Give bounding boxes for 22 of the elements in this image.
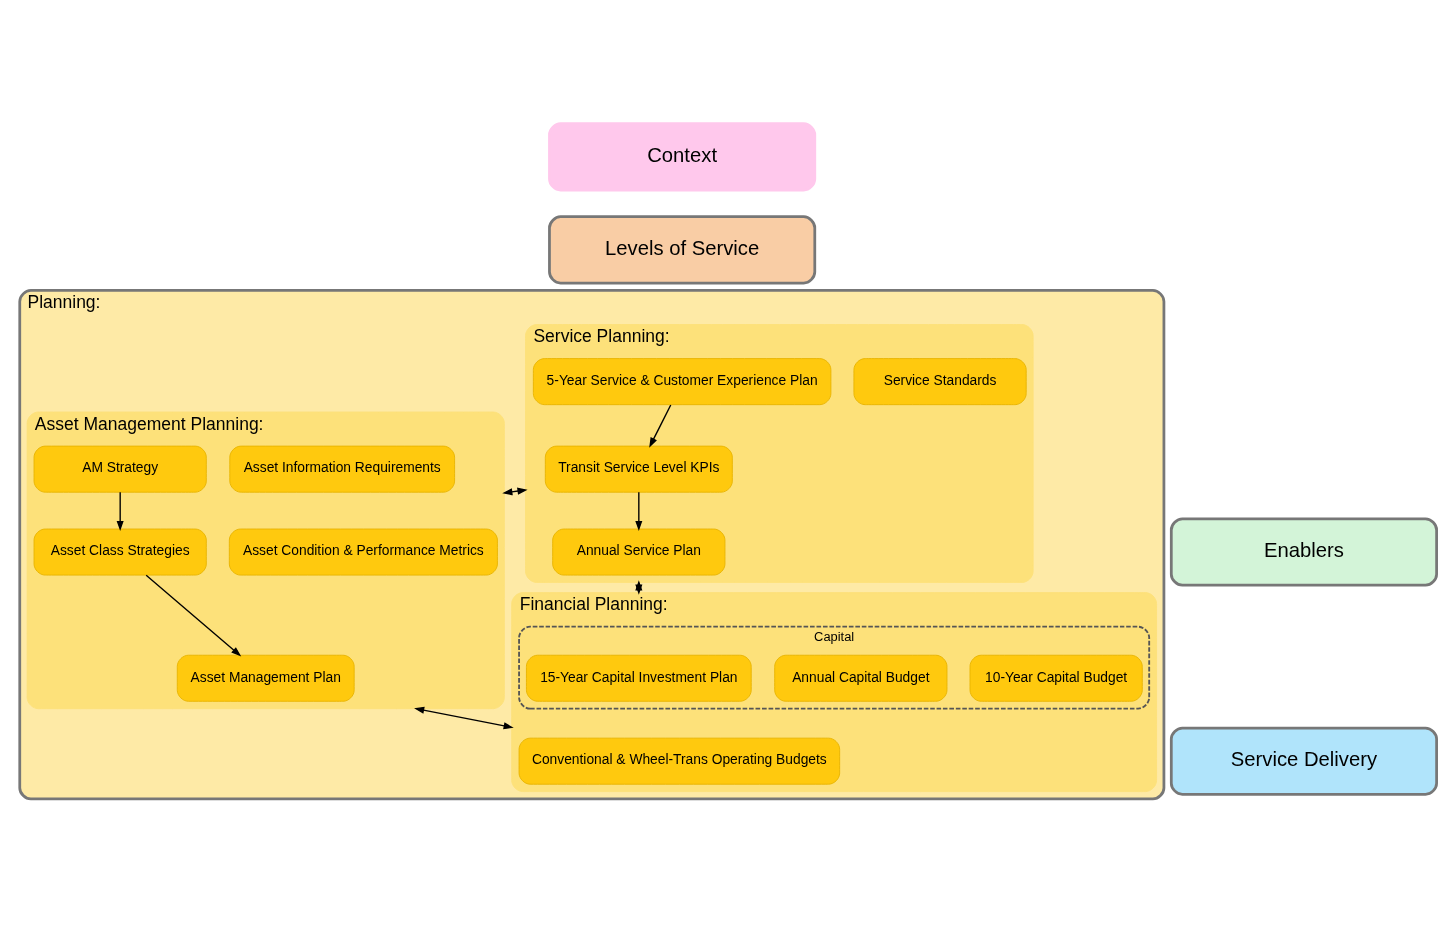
node-box: 10-Year Capital Budget [969,654,1143,702]
arrow [145,574,242,657]
node-box: Asset Information Requirements [229,445,456,493]
node-box: Service Standards [853,358,1027,406]
node-box: Asset Management Plan [176,654,355,702]
node-box: Asset Class Strategies [33,528,207,576]
node-box: Transit Service Level KPIs [544,445,733,493]
arrow [635,491,643,532]
node-box: Context [548,122,817,192]
node-box: Enablers [1169,517,1438,587]
node-box: Levels of Service [548,215,817,285]
node-box: Service Delivery [1169,726,1438,796]
node-box: Annual Service Plan [552,528,726,576]
node-box: Conventional & Wheel-Trans Operating Budgets [518,737,841,785]
node-box: Asset Condition & Performance Metrics [228,528,498,576]
arrow [116,491,124,532]
node-box: 15-Year Capital Investment Plan [526,654,752,702]
arrow [414,706,514,730]
node-box: AM Strategy [33,445,207,493]
node-box: 5-Year Service & Customer Experience Plan [532,358,832,406]
node-box: Annual Capital Budget [774,654,948,702]
arrow [649,404,672,448]
